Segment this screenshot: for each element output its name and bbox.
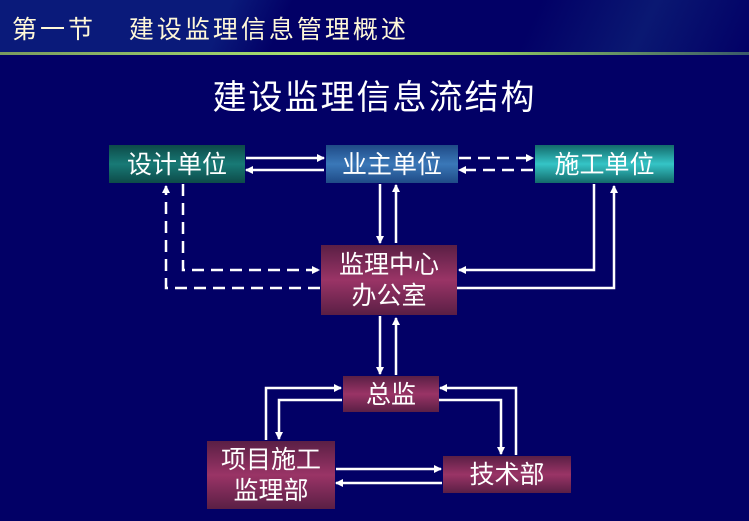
node-label: 设计单位 <box>126 149 227 179</box>
node-label-line1: 项目施工 <box>220 445 321 474</box>
node-label: 施工单位 <box>554 149 655 179</box>
node-technical-dept: 技术部 <box>443 456 571 493</box>
header-divider <box>0 52 749 55</box>
node-label-line1: 监理中心 <box>338 250 439 279</box>
node-label: 技术部 <box>469 460 545 489</box>
node-label-line2: 办公室 <box>351 281 427 310</box>
edge-center-to-design <box>162 185 320 290</box>
diagram-title: 建设监理信息流结构 <box>212 78 537 118</box>
edge-chief-to-project <box>275 398 342 440</box>
node-supervision-center: 监理中心 办公室 <box>321 245 457 315</box>
node-chief-supervisor: 总监 <box>343 376 439 412</box>
node-construction-unit: 施工单位 <box>535 145 674 183</box>
node-owner-unit: 业主单位 <box>326 145 458 183</box>
edge-technical-to-chief <box>439 384 518 455</box>
node-project-supervision: 项目施工 监理部 <box>207 441 335 509</box>
section-name: 建设监理信息管理概述 <box>128 15 409 44</box>
slide-header: 第一节 建设监理信息管理概述 <box>0 0 749 52</box>
edge-design-to-center <box>181 184 320 274</box>
edge-construction-to-center <box>458 184 596 274</box>
edge-project-to-chief <box>264 384 342 440</box>
edge-chief-to-technical <box>439 398 505 455</box>
section-number: 第一节 <box>12 15 97 44</box>
section-title: 第一节 建设监理信息管理概述 <box>12 10 409 46</box>
node-design-unit: 设计单位 <box>109 145 245 183</box>
edge-center-to-construction <box>457 185 618 290</box>
node-label-line2: 监理部 <box>233 476 309 505</box>
node-label: 总监 <box>365 379 416 409</box>
node-label: 业主单位 <box>341 149 442 179</box>
